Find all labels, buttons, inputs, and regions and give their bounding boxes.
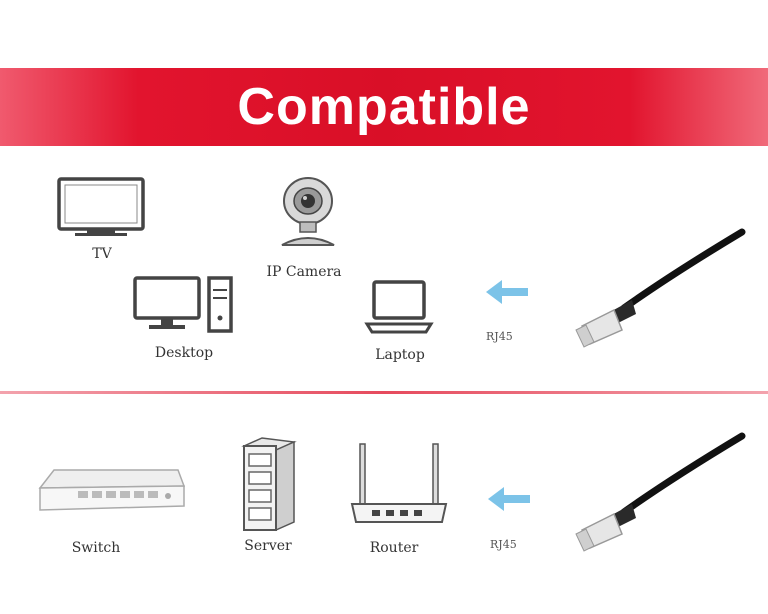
router-label: Router (369, 540, 419, 556)
server-label: Server (244, 538, 292, 554)
compatible-banner: Compatible (0, 68, 768, 146)
ip-camera-icon (281, 177, 335, 246)
laptop-label: Laptop (375, 347, 425, 363)
rj45-cable-icon (575, 228, 746, 348)
ip-camera-label: IP Camera (266, 264, 342, 280)
desktop-label: Desktop (154, 345, 214, 361)
router-icon (350, 443, 448, 523)
desktop-icon (133, 276, 233, 333)
arrow-left-icon (486, 280, 528, 304)
rj45-label-bottom: RJ45 (490, 538, 517, 551)
banner-title: Compatible (237, 78, 531, 136)
tv-label: TV (92, 246, 112, 262)
rj45-cable-icon (575, 432, 746, 552)
section-divider (0, 391, 768, 394)
arrow-left-icon (488, 487, 530, 511)
rj45-label-top: RJ45 (486, 330, 513, 343)
server-icon (241, 437, 297, 532)
switch-label: Switch (71, 540, 121, 556)
switch-icon (38, 469, 186, 511)
tv-icon (57, 177, 145, 236)
laptop-icon (364, 280, 434, 334)
